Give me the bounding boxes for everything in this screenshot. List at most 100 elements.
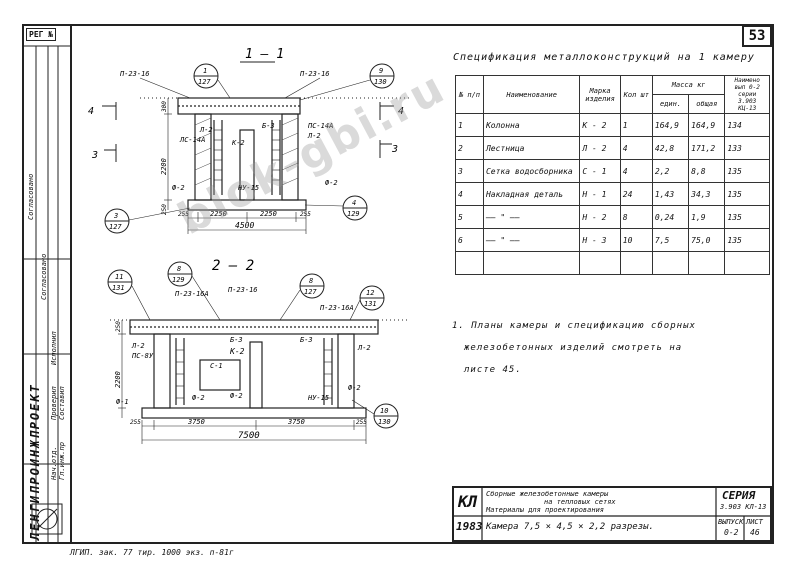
svg-text:131: 131 — [364, 300, 377, 308]
svg-text:Ф-2: Ф-2 — [172, 184, 185, 192]
tb-list-value: 46 — [750, 528, 760, 537]
svg-text:Л-2: Л-2 — [307, 132, 321, 140]
svg-text:К-2: К-2 — [231, 139, 245, 147]
col-name: Наименование — [482, 75, 581, 114]
sheet-number: 53 — [742, 25, 772, 47]
svg-text:8: 8 — [177, 265, 181, 273]
left-strip-lines — [22, 45, 72, 544]
svg-text:255: 255 — [130, 419, 141, 426]
tb-kl: КЛ — [458, 492, 478, 511]
svg-text:4: 4 — [88, 106, 94, 117]
bubble-9-130: 9 130 — [369, 63, 395, 89]
tb-series-label: СЕРИЯ — [722, 489, 756, 502]
svg-text:С-1: С-1 — [210, 362, 223, 370]
org-logo — [31, 503, 63, 535]
svg-text:255: 255 — [178, 211, 189, 218]
svg-text:Б-3: Б-3 — [300, 336, 313, 344]
left-stamp-strip — [22, 24, 72, 544]
section-2-title: 2 – 2 — [212, 258, 254, 274]
section-1-title: 1 – 1 — [245, 47, 284, 62]
tb-vypusk-value: 0-2 — [724, 528, 739, 537]
svg-text:2250: 2250 — [210, 210, 227, 218]
col-mark: Марка изделия — [579, 75, 621, 114]
note-line-3: листе 45. — [464, 365, 522, 375]
svg-text:300: 300 — [161, 101, 168, 113]
title-block: КЛ 1983 Сборные железобетонные камеры на… — [452, 486, 772, 542]
svg-text:Ф-2: Ф-2 — [192, 394, 205, 402]
tb-series-value: 3.903 КЛ-13 — [720, 503, 767, 511]
svg-text:11: 11 — [115, 273, 123, 281]
bubble-8-127: 8 127 — [299, 273, 325, 299]
bubble-10-130: 10 130 — [373, 403, 399, 429]
svg-text:1: 1 — [203, 67, 207, 75]
note-line-2: железобетонных изделий смотреть на — [464, 343, 683, 353]
svg-text:7500: 7500 — [238, 431, 260, 441]
print-note: ЛГИП. зак. 77 тир. 1000 экз. п-81г — [70, 548, 234, 557]
bubble-11-131: 11 131 — [107, 269, 133, 295]
svg-text:2250: 2250 — [260, 210, 277, 218]
note-line-1: 1. Планы камеры и спецификацию сборных — [452, 321, 696, 331]
spec-title: Спецификация металлоконструкций на 1 кам… — [453, 52, 755, 63]
svg-text:Б-3: Б-3 — [230, 336, 243, 344]
tb-vypusk-label: ВЫПУСК — [718, 518, 744, 526]
bubble-1-127: 1 127 — [193, 63, 219, 89]
section-2-2-drawing: 2 – 2 11 131 8 129 8 127 12 131 10 — [107, 258, 410, 444]
svg-text:4: 4 — [352, 199, 356, 207]
bubble-8-129: 8 129 — [167, 261, 193, 287]
svg-text:129: 129 — [172, 276, 185, 284]
svg-text:Л-2: Л-2 — [131, 342, 145, 350]
svg-text:127: 127 — [304, 288, 317, 296]
svg-text:Л-2: Л-2 — [357, 344, 371, 352]
tb-desc-1: Сборные железобетонные камеры — [486, 490, 609, 498]
svg-text:ЛС-14А: ЛС-14А — [179, 136, 205, 144]
col-num: № п/п — [455, 75, 484, 114]
svg-text:3750: 3750 — [287, 418, 305, 426]
svg-text:ПС-14А: ПС-14А — [307, 122, 333, 130]
svg-text:2200: 2200 — [160, 158, 168, 175]
svg-text:П-23-16: П-23-16 — [227, 286, 258, 294]
svg-text:250: 250 — [161, 204, 168, 215]
bubble-12-131: 12 131 — [359, 285, 385, 311]
svg-text:2200: 2200 — [114, 371, 122, 388]
bubble-4-129: 4 129 — [342, 195, 368, 221]
svg-text:НУ-15: НУ-15 — [237, 184, 259, 192]
svg-text:ПС-8У: ПС-8У — [131, 352, 154, 360]
col-ref: Наимено вып 0-2 серии 3.903 КЦ-13 — [724, 75, 770, 114]
svg-text:П-23-16А: П-23-16А — [319, 304, 354, 312]
tb-desc-2: на тепловых сетях — [544, 498, 616, 506]
col-mass-unit: един. — [651, 94, 690, 114]
tb-list-label: ЛИСТ — [746, 518, 763, 526]
svg-text:Ф-2: Ф-2 — [230, 392, 243, 400]
svg-text:П-23-16: П-23-16 — [299, 70, 330, 78]
svg-text:12: 12 — [366, 289, 374, 297]
svg-text:250: 250 — [115, 321, 122, 332]
svg-text:255: 255 — [356, 419, 367, 426]
col-mass: Масса кг — [651, 75, 726, 95]
svg-text:129: 129 — [347, 210, 360, 218]
svg-text:Б-3: Б-3 — [262, 122, 275, 130]
col-qty: Кол шт — [619, 75, 653, 114]
sheet-frame — [22, 24, 774, 544]
tb-sheet-title: Камера 7,5 × 4,5 × 2,2 разрезы. — [486, 522, 654, 532]
svg-text:НУ-15: НУ-15 — [307, 394, 329, 402]
svg-text:3: 3 — [113, 212, 118, 220]
svg-text:255: 255 — [300, 211, 311, 218]
svg-text:4500: 4500 — [235, 221, 254, 230]
bubble-3-127: 3 127 — [104, 208, 130, 234]
svg-text:10: 10 — [380, 407, 388, 415]
svg-text:П-23-16А: П-23-16А — [174, 290, 209, 298]
svg-text:3: 3 — [91, 150, 98, 161]
table-row-empty — [455, 251, 770, 275]
svg-text:130: 130 — [378, 418, 391, 426]
drawing-note: 1. Планы камеры и спецификацию сборных ж… — [452, 315, 772, 381]
svg-text:131: 131 — [112, 284, 125, 292]
svg-text:Ф-1: Ф-1 — [116, 398, 129, 406]
svg-text:3: 3 — [391, 144, 398, 155]
svg-text:3750: 3750 — [187, 418, 205, 426]
